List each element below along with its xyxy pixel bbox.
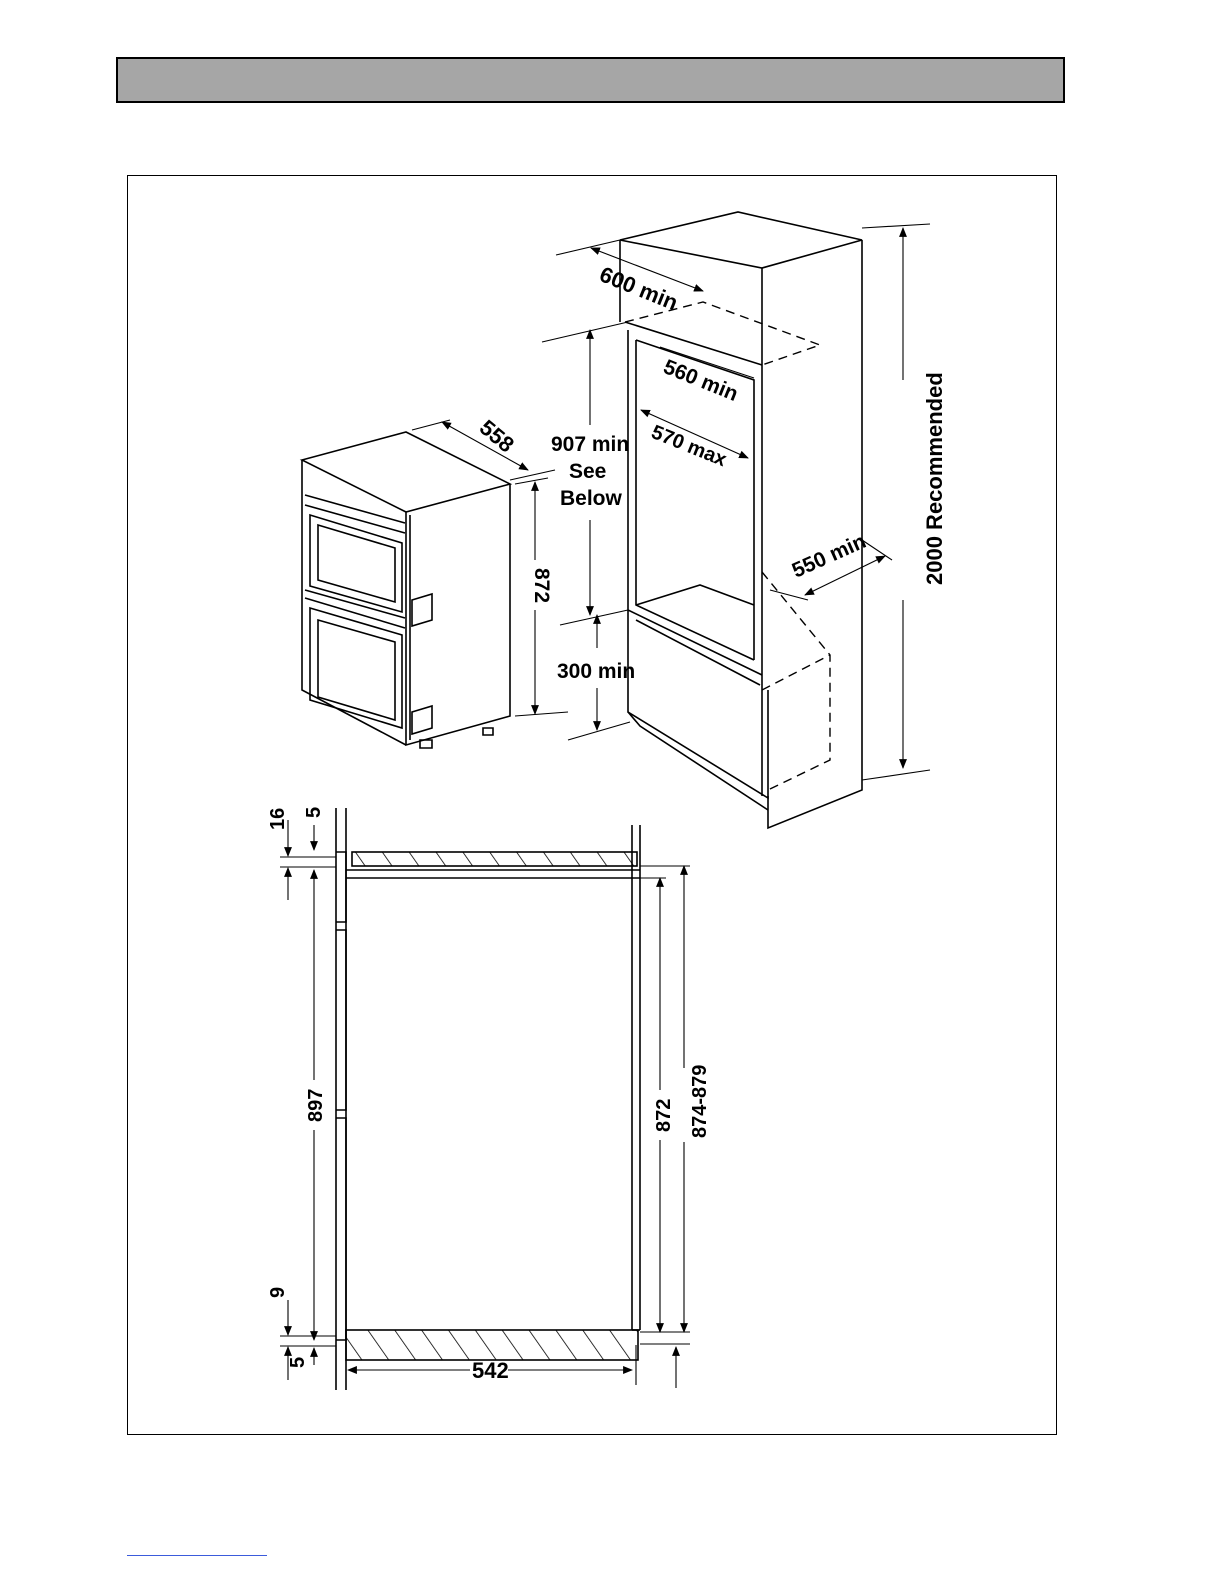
- cabinet-depth-top-label: 600 min: [596, 261, 681, 315]
- oven-depth-label: 558: [475, 415, 519, 458]
- section-width-label: 542: [472, 1358, 509, 1383]
- cross-section: [336, 808, 640, 1390]
- cabinet-depth-label: 550 min: [789, 530, 870, 583]
- base-height-label: 300 min: [557, 660, 635, 683]
- oven-height-label: 872: [530, 568, 553, 603]
- opening-height-label: 897: [305, 1089, 327, 1122]
- inner-height-label: 872: [653, 1099, 675, 1132]
- top-gap-label: 16: [267, 808, 289, 830]
- aperture-height-note-1: See: [569, 460, 606, 483]
- bottom-gap-label: 9: [267, 1287, 289, 1298]
- oven-appliance: [302, 432, 510, 748]
- top-trim-label: 5: [303, 807, 325, 818]
- bottom-trim-label: 5: [287, 1357, 309, 1368]
- aperture-height-note-2: Below: [560, 487, 623, 510]
- aperture-width-inner-label: 570 max: [648, 421, 729, 471]
- overall-height-label: 2000 Recommended: [922, 372, 947, 585]
- section-dimensions: [280, 820, 690, 1388]
- aperture-width-top-label: 560 min: [660, 355, 741, 406]
- cavity-height-label: 874-879: [689, 1065, 711, 1138]
- aperture-height-label: 907 min: [551, 433, 629, 456]
